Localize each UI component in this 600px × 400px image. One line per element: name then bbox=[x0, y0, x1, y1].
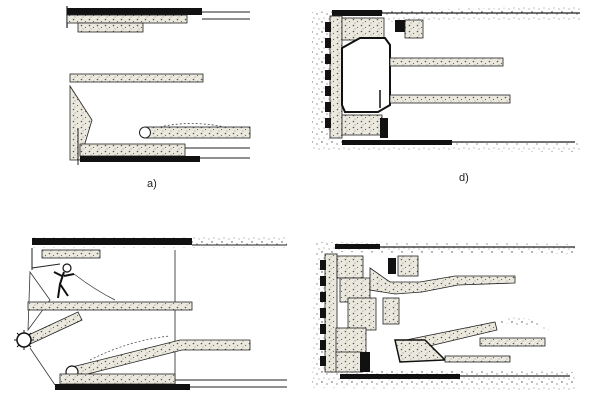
panel-c-invert-beam bbox=[340, 374, 460, 379]
panel-d-invert-block bbox=[380, 118, 388, 138]
panel-d bbox=[312, 6, 580, 152]
panel-c-fill-block-6 bbox=[382, 297, 400, 325]
panel-c-roof-pack bbox=[397, 255, 419, 277]
panel-d-upper-fill bbox=[341, 17, 385, 41]
panel-c-face-breasting bbox=[324, 253, 338, 373]
panel-b bbox=[14, 236, 287, 390]
panel-c-muck-heap bbox=[495, 317, 550, 330]
panel-b-conveyor bbox=[67, 339, 251, 379]
panel-b-face-profile-lower bbox=[29, 347, 56, 386]
panel-a-crown-block bbox=[77, 22, 144, 33]
panel-a-muck-pile bbox=[159, 123, 226, 128]
panel-c-fill-block-3 bbox=[347, 297, 377, 331]
panel-c-tail-conveyor bbox=[479, 337, 546, 347]
panel-c-fill-block-1 bbox=[336, 255, 364, 279]
panel-b-invert-segment bbox=[59, 373, 176, 385]
panel-b-roof-beam bbox=[32, 238, 192, 245]
panel-d-roof-pack bbox=[404, 19, 424, 39]
panel-c bbox=[312, 242, 575, 390]
panel-d-shield-top bbox=[332, 10, 382, 16]
panel-b-cutter-teeth bbox=[14, 330, 34, 350]
panel-c-fill-block-5 bbox=[335, 351, 363, 373]
panel-d-lower-platform bbox=[389, 94, 511, 104]
panel-d-excavator-cabin bbox=[341, 37, 391, 113]
panel-a-conveyor bbox=[144, 126, 251, 139]
panel-c-surrounding-ground bbox=[312, 242, 575, 390]
panel-b-miner-figure bbox=[53, 263, 116, 301]
panel-c-fill-block-4 bbox=[335, 327, 367, 355]
panel-d-label: d) bbox=[459, 172, 469, 184]
panel-b-invert-beam bbox=[55, 384, 190, 390]
panel-a-invert-beam bbox=[80, 156, 200, 162]
panel-a-middle-platform bbox=[69, 73, 204, 83]
panel-c-roof-block bbox=[388, 258, 396, 274]
panel-b-crown-block bbox=[41, 249, 101, 259]
panel-a-conveyor-drum bbox=[139, 126, 151, 139]
panel-c-invert-block bbox=[360, 352, 370, 372]
panel-c-shield-top bbox=[335, 244, 380, 249]
panel-b-hose bbox=[73, 273, 116, 301]
panel-a-roof-beam bbox=[67, 8, 202, 15]
panel-b-face-profile bbox=[27, 270, 51, 332]
panel-c-upper-platform bbox=[369, 267, 516, 295]
panel-d-face-breasting bbox=[329, 15, 343, 139]
panel-a-label: a) bbox=[147, 178, 157, 190]
panel-b-rock-bolt bbox=[31, 263, 61, 269]
panel-c-face-plates bbox=[320, 260, 326, 366]
panel-a-upper-lagging bbox=[66, 14, 188, 24]
panel-d-roof-block bbox=[395, 20, 405, 32]
panel-a bbox=[66, 6, 251, 165]
panel-b-platform bbox=[27, 301, 193, 311]
panel-d-upper-platform bbox=[389, 57, 504, 67]
panel-c-lower-platform bbox=[444, 355, 511, 363]
panel-b-muck-pile bbox=[89, 335, 171, 361]
panel-b-cutter-head bbox=[16, 332, 32, 348]
panel-a-invert-segment bbox=[79, 143, 186, 157]
panel-d-invert-beam bbox=[342, 140, 452, 145]
panel-d-face-plates bbox=[325, 22, 331, 128]
panel-d-invert-fill bbox=[341, 114, 383, 136]
